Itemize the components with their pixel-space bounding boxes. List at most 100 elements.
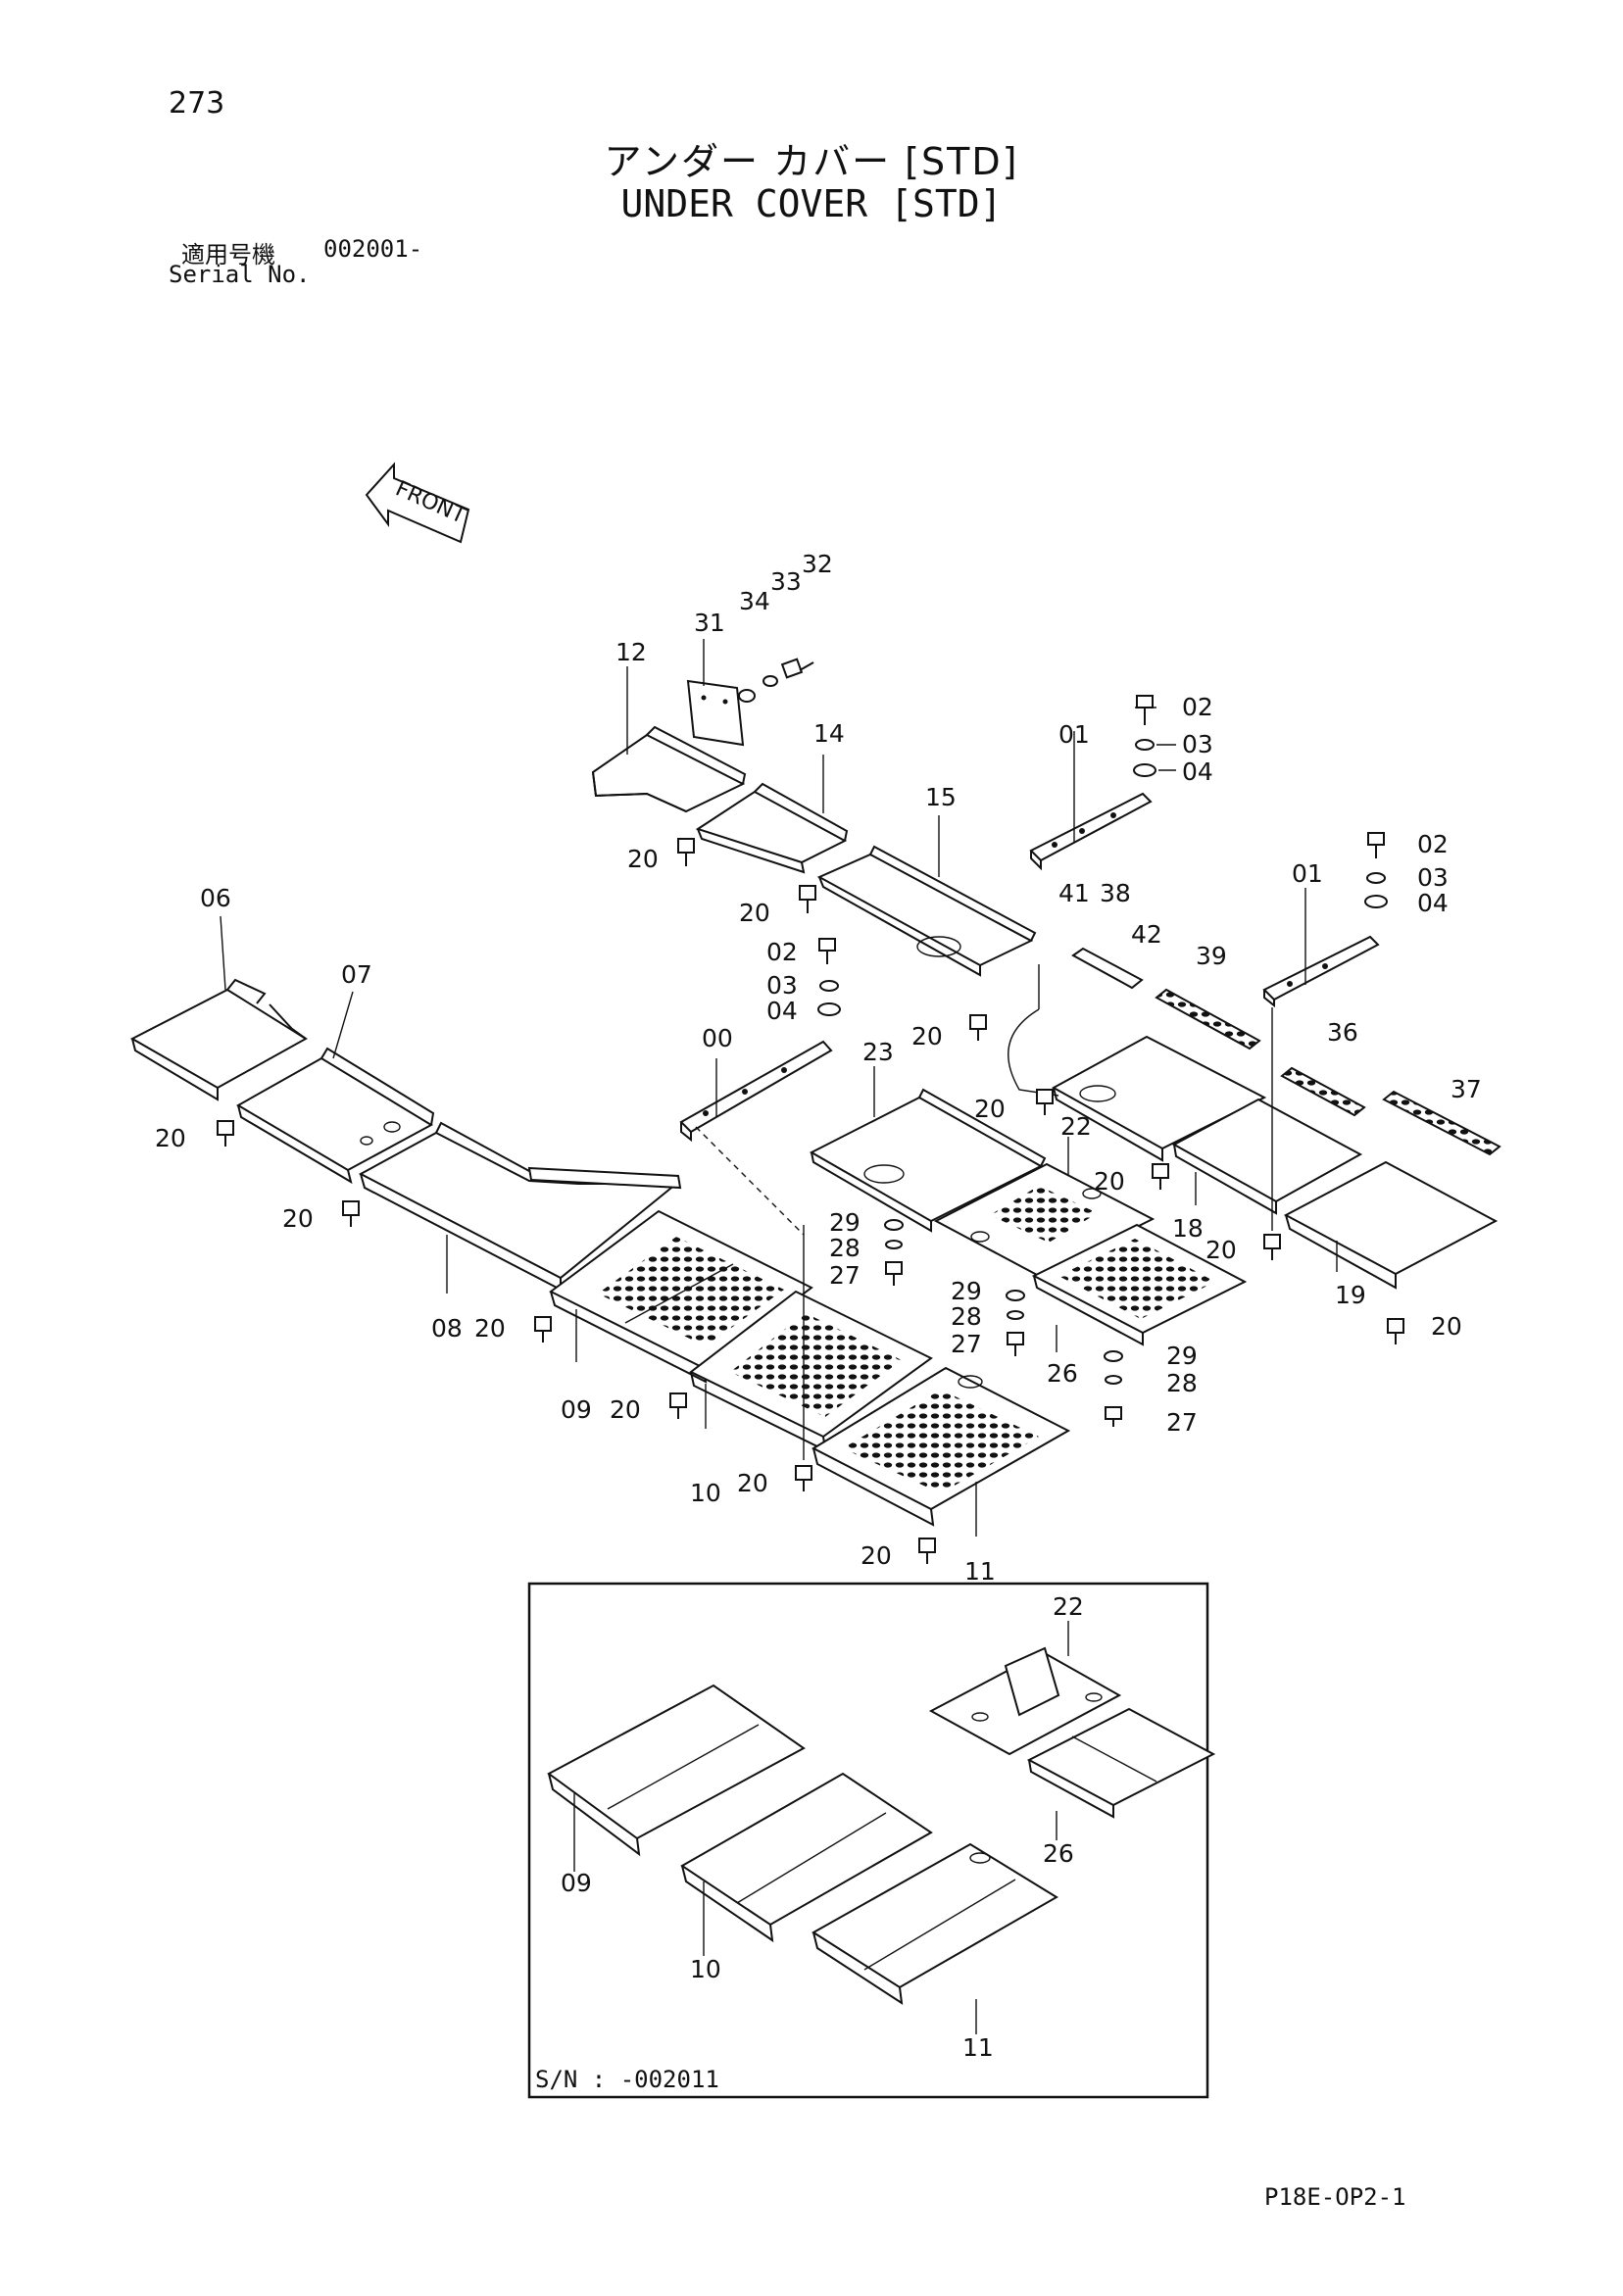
callout-04-upper: 04	[1182, 757, 1213, 786]
part-01-bracket-right	[1262, 935, 1380, 1008]
callout-08: 08	[431, 1314, 463, 1343]
callouts: 06 07 08 09 10 11 12 14 15 18 19 22 23 2…	[155, 550, 1482, 1586]
inset-callout-11: 11	[962, 2033, 994, 2062]
washer-04-right-icon	[1364, 895, 1388, 908]
part-26-cover	[1031, 1223, 1248, 1346]
inset-serial-label: S/N : -002011	[535, 2066, 719, 2093]
callout-02-right: 02	[1417, 830, 1449, 858]
callout-28-c: 28	[1166, 1369, 1198, 1397]
part-08-cover	[358, 1121, 682, 1292]
leader-lines	[220, 639, 1338, 1537]
washer-03-right-icon	[1366, 872, 1386, 884]
part-34-washer	[738, 689, 756, 703]
page-number: 273	[169, 86, 225, 121]
callout-27-a: 27	[829, 1261, 861, 1290]
part-42-plate	[1008, 1008, 1267, 1162]
callout-33: 33	[770, 567, 802, 596]
bolt-20-icons	[217, 838, 1404, 1564]
callout-15: 15	[925, 783, 957, 811]
washer-04-center-icon	[817, 1002, 841, 1016]
part-01-bracket-upper	[1029, 792, 1153, 871]
inset-callout-09: 09	[561, 1869, 592, 1897]
callout-20-g: 20	[474, 1314, 506, 1343]
callout-20-b: 20	[739, 899, 770, 927]
callout-20-l: 20	[1205, 1236, 1237, 1264]
callout-26: 26	[1047, 1359, 1078, 1388]
callout-07: 07	[341, 960, 372, 989]
part-19-cover	[1283, 1160, 1499, 1290]
callout-20-d: 20	[974, 1095, 1006, 1123]
part-10-cover	[689, 1290, 933, 1452]
callout-42: 42	[1131, 920, 1162, 949]
part-37-strip	[1382, 1090, 1501, 1156]
part-32-bolt	[780, 658, 814, 679]
callout-00: 00	[702, 1024, 733, 1052]
part-36-strip	[1280, 1066, 1366, 1117]
callout-01-right: 01	[1292, 859, 1323, 888]
front-arrow-icon: FRONT	[365, 462, 470, 544]
callout-04-right: 04	[1417, 889, 1449, 917]
callout-11: 11	[964, 1557, 996, 1586]
callout-28-b: 28	[951, 1302, 982, 1331]
serial-label-japanese: 適用号機	[181, 241, 275, 269]
part-15-cover	[816, 845, 1037, 977]
callout-20-m: 20	[1431, 1312, 1462, 1341]
callout-23: 23	[862, 1038, 894, 1066]
callout-28-a: 28	[829, 1234, 861, 1262]
part-22-cover	[933, 1162, 1156, 1278]
part-11-cover	[811, 1366, 1071, 1527]
callout-38: 38	[1100, 879, 1131, 907]
callout-01-upper: 01	[1058, 720, 1090, 749]
callout-09: 09	[561, 1395, 592, 1424]
callout-29-a: 29	[829, 1208, 861, 1237]
callout-19: 19	[1335, 1281, 1366, 1309]
callout-20-i: 20	[737, 1469, 768, 1497]
callout-14: 14	[813, 719, 845, 748]
part-00-bracket	[679, 1040, 833, 1143]
callout-20-f: 20	[282, 1204, 314, 1233]
callout-06: 06	[200, 884, 231, 912]
callout-29-b: 29	[951, 1277, 982, 1305]
washer-04-upper-icon	[1133, 763, 1156, 777]
callout-36: 36	[1327, 1018, 1358, 1047]
inset-part-09	[547, 1684, 806, 1857]
callout-27-b: 27	[951, 1330, 982, 1358]
callout-18: 18	[1172, 1214, 1204, 1243]
part-14-cover	[695, 782, 849, 874]
callout-34: 34	[739, 587, 770, 615]
callout-03-right: 03	[1417, 863, 1449, 892]
bolt-02-right-icon	[1367, 832, 1385, 858]
part-33-washer	[762, 675, 778, 687]
inset-part-11	[812, 1842, 1058, 2006]
callout-39: 39	[1196, 942, 1227, 970]
callout-20-k: 20	[1094, 1167, 1125, 1196]
inset-part-26	[1026, 1707, 1216, 1819]
callout-22: 22	[1060, 1112, 1092, 1141]
callout-29-c: 29	[1166, 1342, 1198, 1370]
bolt-02-upper-icon	[1136, 695, 1154, 725]
callout-20-e: 20	[155, 1124, 186, 1152]
serial-label-english: Serial No.	[169, 261, 311, 288]
callout-10: 10	[690, 1479, 721, 1507]
callout-41: 41	[1058, 879, 1090, 907]
callout-03-center: 03	[766, 971, 798, 1000]
washer-03-center-icon	[819, 980, 839, 992]
callout-32: 32	[802, 550, 833, 578]
part-18-cover	[1171, 1098, 1363, 1215]
callout-04-center: 04	[766, 997, 798, 1025]
inset-callout-22: 22	[1053, 1592, 1084, 1621]
callout-20-h: 20	[610, 1395, 641, 1424]
callout-31: 31	[694, 609, 725, 637]
callout-37: 37	[1451, 1075, 1482, 1103]
callout-20-c: 20	[911, 1022, 943, 1050]
bolt-02-center-icon	[818, 938, 836, 964]
part-07-cover	[235, 1047, 435, 1185]
title-japanese: アンダー カバー [STD]	[604, 140, 1019, 183]
inset-callout-10: 10	[690, 1955, 721, 1983]
inset-callout-26: 26	[1043, 1839, 1074, 1868]
part-06-cover	[129, 978, 308, 1101]
part-39-strip	[1155, 988, 1261, 1050]
callout-20-a: 20	[627, 845, 659, 873]
title-english: UNDER COVER [STD]	[620, 182, 1003, 225]
part-31-plate	[686, 679, 745, 747]
